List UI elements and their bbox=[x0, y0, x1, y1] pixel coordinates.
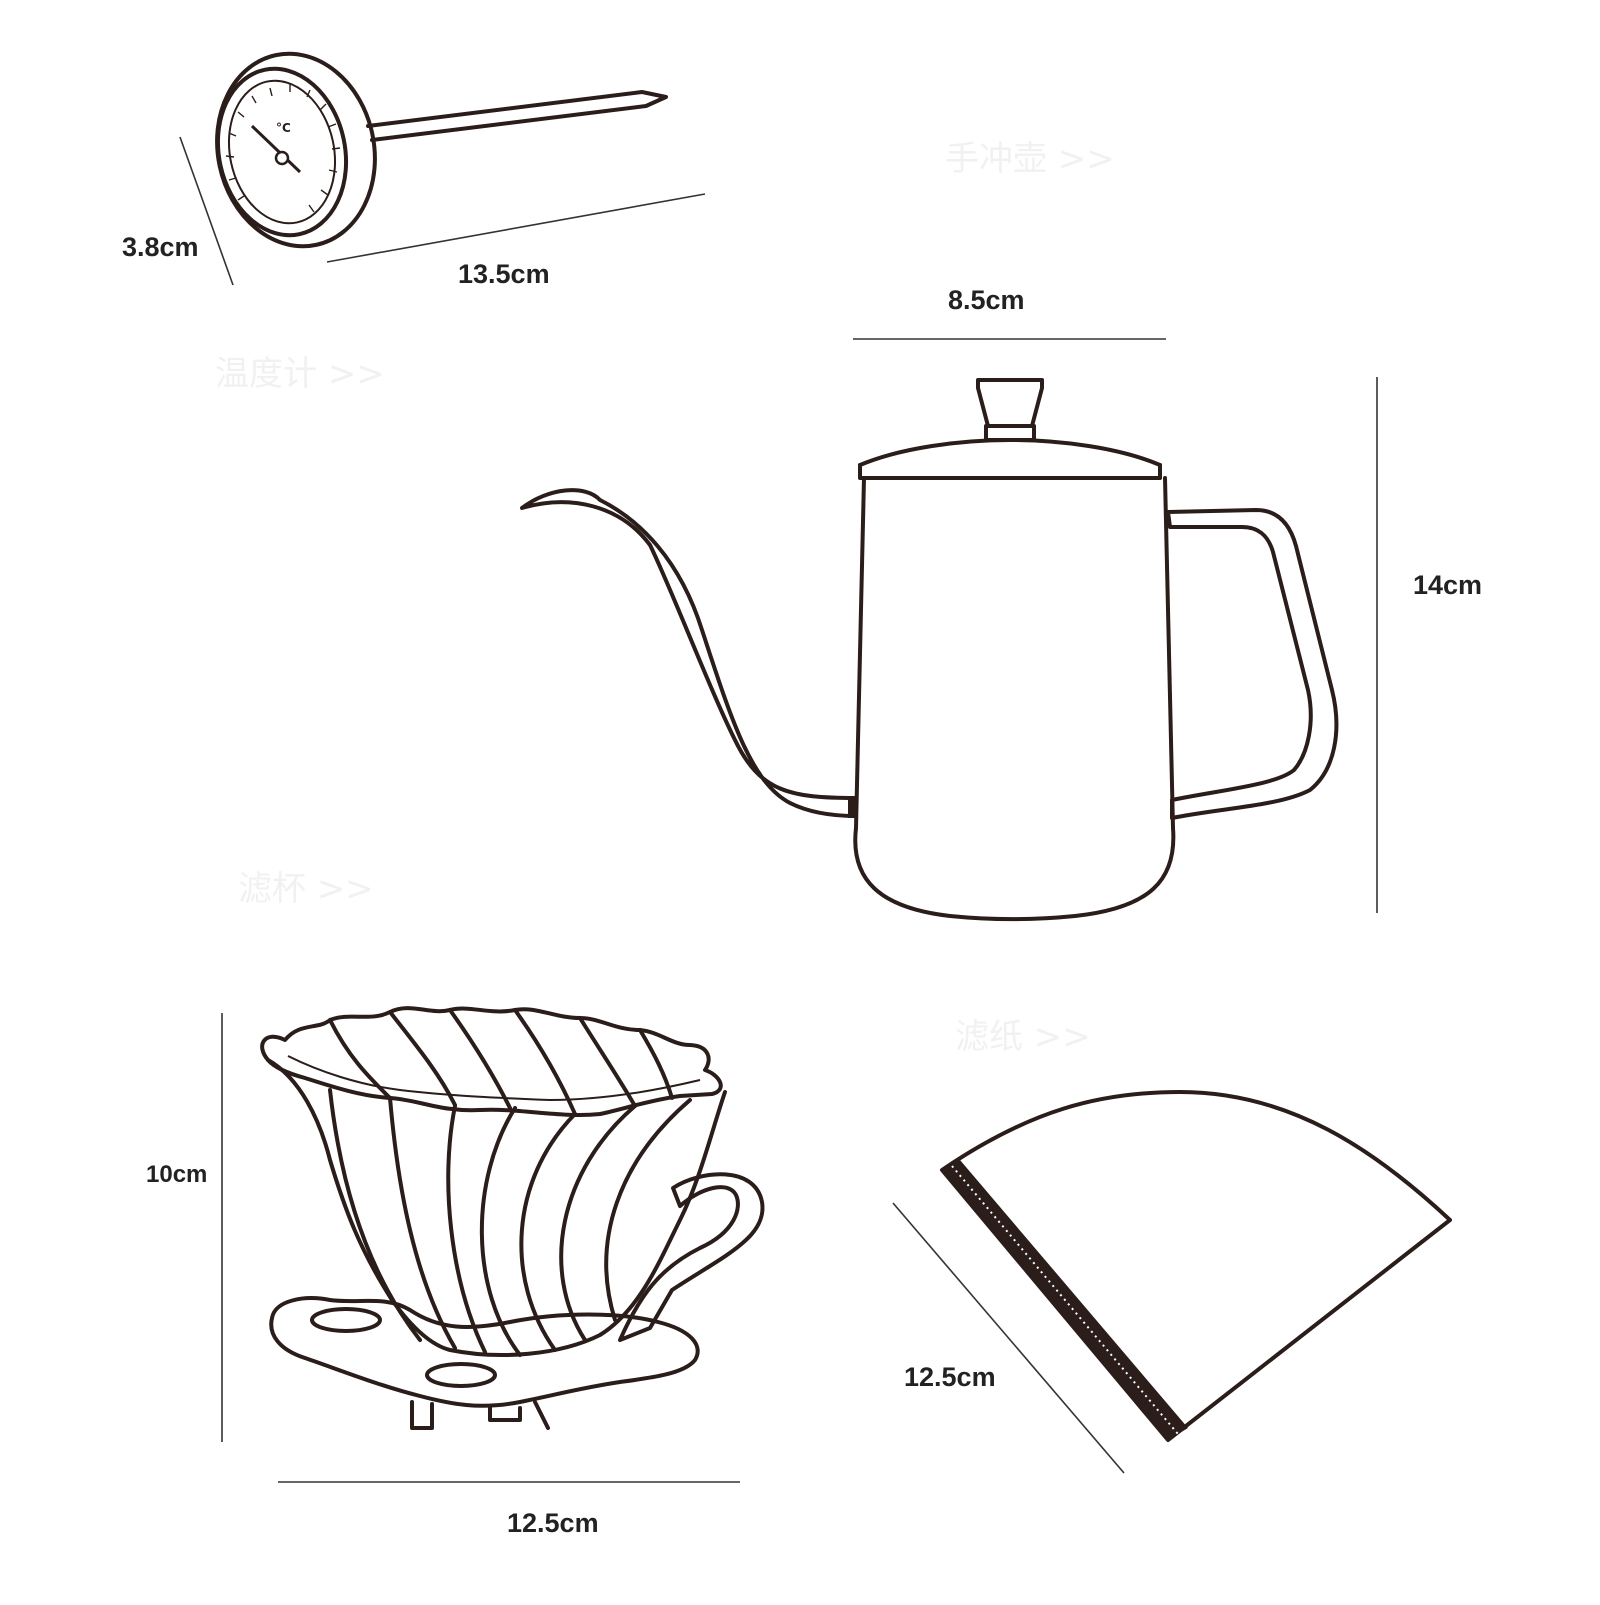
thermometer-width-dimension-line bbox=[179, 136, 234, 286]
dripper-width-label: 12.5cm bbox=[507, 1508, 599, 1538]
watermark-thermometer-label: 温度计 >> bbox=[215, 354, 385, 394]
thermometer-dial-ticks bbox=[225, 84, 341, 213]
dripper-foot-center bbox=[488, 1406, 522, 1422]
thermometer-needle-hub bbox=[274, 150, 290, 166]
kettle-lid-rim bbox=[858, 463, 1162, 480]
dripper-handle bbox=[618, 1172, 765, 1342]
kettle-gooseneck-spout bbox=[520, 488, 858, 818]
dripper-foot-left bbox=[410, 1400, 434, 1430]
watermark-kettle-label: 手冲壶 >> bbox=[945, 139, 1115, 179]
filter-width-label: 12.5cm bbox=[904, 1362, 996, 1392]
kettle-body bbox=[853, 476, 1176, 921]
kettle-lid-knob bbox=[976, 378, 1044, 428]
thermometer-probe bbox=[366, 90, 668, 142]
kettle-height-label: 14cm bbox=[1413, 570, 1482, 600]
dripper-height-label: 10cm bbox=[146, 1161, 207, 1188]
thermometer-needle bbox=[250, 124, 302, 174]
thermometer-width-label: 3.8cm bbox=[122, 232, 199, 262]
kettle-handle bbox=[1166, 508, 1339, 820]
dripper-scalloped-rim bbox=[260, 1006, 723, 1117]
dripper-spiral-ribs bbox=[328, 1008, 692, 1357]
dripper-cone-body bbox=[266, 1058, 727, 1357]
kettle-lid-dome bbox=[858, 438, 1162, 467]
dripper-base-hole-center bbox=[425, 1362, 497, 1388]
thermometer-length-label: 13.5cm bbox=[458, 259, 550, 289]
thermometer-dial bbox=[227, 79, 337, 225]
filter-width-dimension-line bbox=[892, 1202, 1125, 1474]
paper-filter-outline bbox=[940, 1090, 1452, 1442]
thermometer-length-dimension-line bbox=[326, 193, 706, 263]
thermometer-bezel bbox=[215, 66, 349, 238]
dripper-foot-right bbox=[533, 1400, 550, 1430]
watermark-filter-label: 滤纸 >> bbox=[955, 1017, 1091, 1057]
paper-filter-illustration bbox=[940, 1090, 1452, 1442]
thermometer-unit-label: °C bbox=[276, 121, 291, 135]
watermark-dripper-label: 滤杯 >> bbox=[238, 869, 374, 909]
dripper-base-hole-left bbox=[310, 1307, 382, 1333]
dripper-saucer-base bbox=[269, 1296, 700, 1408]
kettle-spout-joint bbox=[848, 796, 858, 818]
kettle-width-label: 8.5cm bbox=[948, 285, 1025, 315]
paper-filter-crimp-pattern bbox=[951, 1165, 1179, 1435]
dripper-illustration bbox=[260, 1006, 765, 1430]
thermometer-illustration: °C bbox=[215, 51, 668, 249]
kettle-illustration bbox=[520, 378, 1339, 921]
kettle-knob-base bbox=[984, 424, 1036, 442]
